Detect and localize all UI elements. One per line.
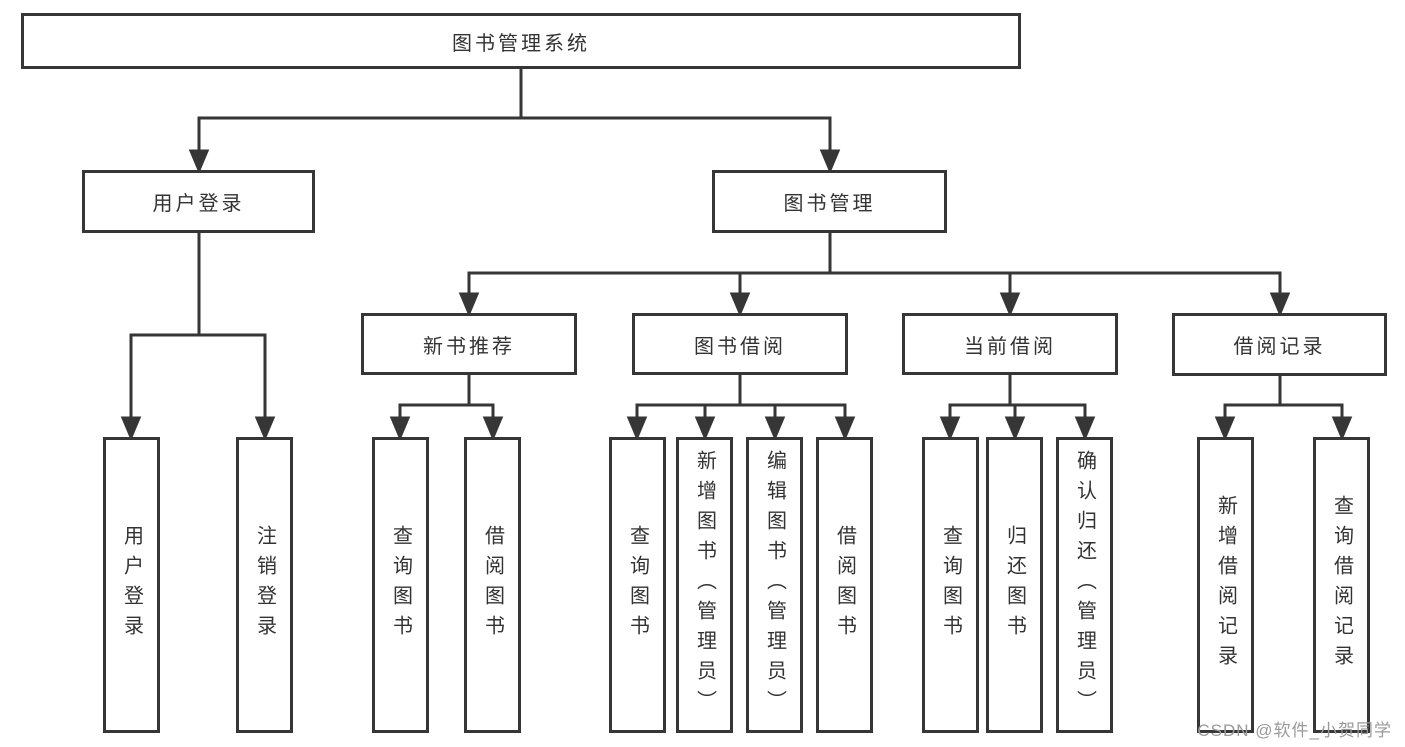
- node-label: 新增借阅记录: [1214, 495, 1237, 675]
- node-label: 图书管理系统: [452, 32, 590, 55]
- node-current-borrowing: 当前借阅: [902, 313, 1118, 375]
- node-label: 用户登录: [152, 193, 245, 215]
- node-label: 当前借阅: [964, 335, 1056, 358]
- node-query-books-borrowing: 查询图书: [609, 437, 666, 733]
- node-book-borrowing: 图书借阅: [632, 313, 848, 375]
- node-user-login-module: 用户登录: [82, 170, 315, 233]
- node-logout: 注销登录: [236, 437, 293, 733]
- node-new-book-recommend: 新书推荐: [361, 313, 577, 375]
- node-label: 新增图书（管理员）: [693, 450, 716, 720]
- node-add-book-admin: 新增图书（管理员）: [676, 437, 733, 733]
- node-library-management-system: 图书管理系统: [21, 13, 1021, 69]
- node-label: 新书推荐: [423, 335, 515, 358]
- node-label: 编辑图书（管理员）: [763, 450, 786, 720]
- node-label: 查询图书: [626, 525, 649, 645]
- node-label: 借阅记录: [1233, 336, 1326, 358]
- node-borrow-books-recommend: 借阅图书: [464, 437, 521, 733]
- node-user-login: 用户登录: [103, 437, 160, 733]
- node-borrowing-records: 借阅记录: [1172, 313, 1387, 376]
- node-confirm-return-admin: 确认归还（管理员）: [1056, 437, 1113, 733]
- node-edit-book-admin: 编辑图书（管理员）: [746, 437, 803, 733]
- node-label: 查询借阅记录: [1330, 495, 1353, 675]
- node-query-borrow-record: 查询借阅记录: [1313, 437, 1370, 733]
- node-label: 查询图书: [939, 525, 962, 645]
- node-label: 借阅图书: [481, 525, 504, 645]
- node-query-books-current: 查询图书: [922, 437, 979, 733]
- node-book-management: 图书管理: [712, 170, 947, 233]
- node-label: 用户登录: [120, 525, 143, 645]
- node-add-borrow-record: 新增借阅记录: [1197, 437, 1254, 733]
- node-label: 图书借阅: [694, 335, 786, 358]
- node-label: 确认归还（管理员）: [1073, 450, 1096, 720]
- node-label: 借阅图书: [833, 525, 856, 645]
- node-return-books: 归还图书: [986, 437, 1043, 733]
- node-borrow-books: 借阅图书: [816, 437, 873, 733]
- node-label: 查询图书: [389, 525, 412, 645]
- node-label: 图书管理: [783, 193, 876, 215]
- node-label: 归还图书: [1003, 525, 1026, 645]
- csdn-watermark: CSDN @软件_小贺同学: [1197, 721, 1392, 740]
- node-label: 注销登录: [253, 525, 276, 645]
- node-query-books-recommend: 查询图书: [372, 437, 429, 733]
